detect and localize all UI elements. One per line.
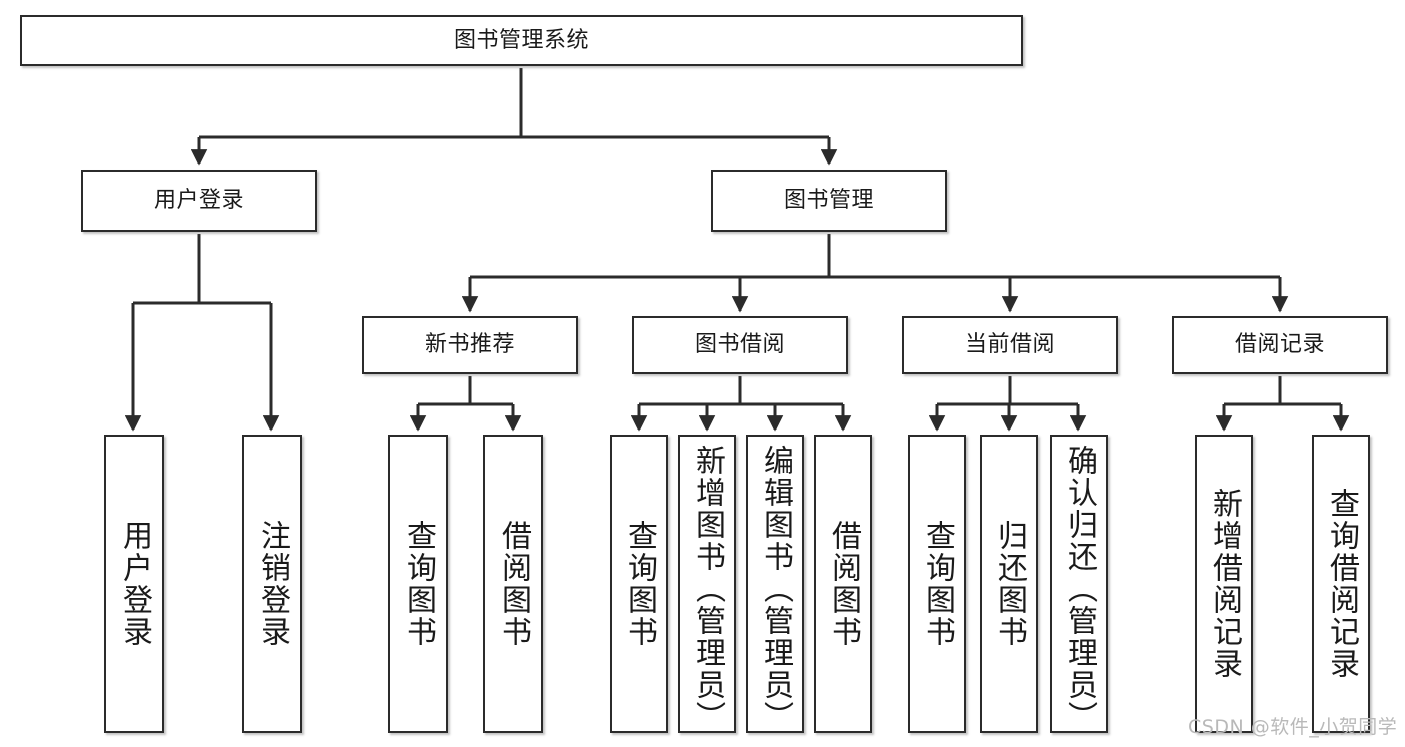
leaf-query-book-newbook-label: 查询图书: [401, 520, 436, 648]
leaf-user-login-label: 用户登录: [117, 520, 152, 648]
leaf-borrow-book[interactable]: 借阅图书: [814, 435, 872, 733]
leaf-edit-book-admin[interactable]: 编辑图书（管理员）: [746, 435, 804, 733]
leaf-logout-label: 注销登录: [255, 520, 290, 648]
node-borrow-records[interactable]: 借阅记录: [1172, 316, 1388, 374]
leaf-query-borrow-record[interactable]: 查询借阅记录: [1312, 435, 1370, 733]
leaf-add-borrow-record-label: 新增借阅记录: [1207, 488, 1242, 680]
leaf-query-book-borrow[interactable]: 查询图书: [610, 435, 668, 733]
leaf-borrow-book-newbook[interactable]: 借阅图书: [483, 435, 543, 733]
node-current-borrow[interactable]: 当前借阅: [902, 316, 1118, 374]
node-book-management[interactable]: 图书管理: [711, 170, 947, 232]
leaf-add-book-admin[interactable]: 新增图书（管理员）: [678, 435, 736, 733]
leaf-query-book-current[interactable]: 查询图书: [908, 435, 966, 733]
node-user-login-label: 用户登录: [153, 188, 244, 214]
leaf-confirm-return-admin[interactable]: 确认归还（管理员）: [1050, 435, 1108, 733]
leaf-add-borrow-record[interactable]: 新增借阅记录: [1195, 435, 1253, 733]
leaf-borrow-book-newbook-label: 借阅图书: [496, 520, 531, 648]
csdn-watermark: CSDN @软件_小贺同学: [1188, 716, 1398, 738]
node-book-borrow-label: 图书借阅: [694, 332, 785, 358]
leaf-user-login[interactable]: 用户登录: [104, 435, 164, 733]
node-root[interactable]: 图书管理系统: [20, 15, 1023, 66]
leaf-query-borrow-record-label: 查询借阅记录: [1324, 488, 1359, 680]
node-user-login[interactable]: 用户登录: [81, 170, 317, 232]
leaf-query-book-borrow-label: 查询图书: [622, 520, 657, 648]
leaf-query-book-current-label: 查询图书: [920, 520, 955, 648]
leaf-borrow-book-label: 借阅图书: [826, 520, 861, 648]
leaf-return-book[interactable]: 归还图书: [980, 435, 1038, 733]
node-root-label: 图书管理系统: [453, 27, 589, 53]
leaf-return-book-label: 归还图书: [992, 520, 1027, 648]
node-new-book-recommend-label: 新书推荐: [424, 332, 515, 358]
leaf-query-book-newbook[interactable]: 查询图书: [388, 435, 448, 733]
node-current-borrow-label: 当前借阅: [964, 332, 1055, 358]
node-book-management-label: 图书管理: [783, 188, 874, 214]
leaf-confirm-return-admin-label: 确认归还（管理员）: [1062, 445, 1097, 733]
leaf-edit-book-admin-label: 编辑图书（管理员）: [758, 445, 793, 733]
leaf-add-book-admin-label: 新增图书（管理员）: [690, 445, 725, 733]
node-new-book-recommend[interactable]: 新书推荐: [362, 316, 578, 374]
leaf-logout[interactable]: 注销登录: [242, 435, 302, 733]
node-book-borrow[interactable]: 图书借阅: [632, 316, 848, 374]
node-borrow-records-label: 借阅记录: [1234, 332, 1325, 358]
